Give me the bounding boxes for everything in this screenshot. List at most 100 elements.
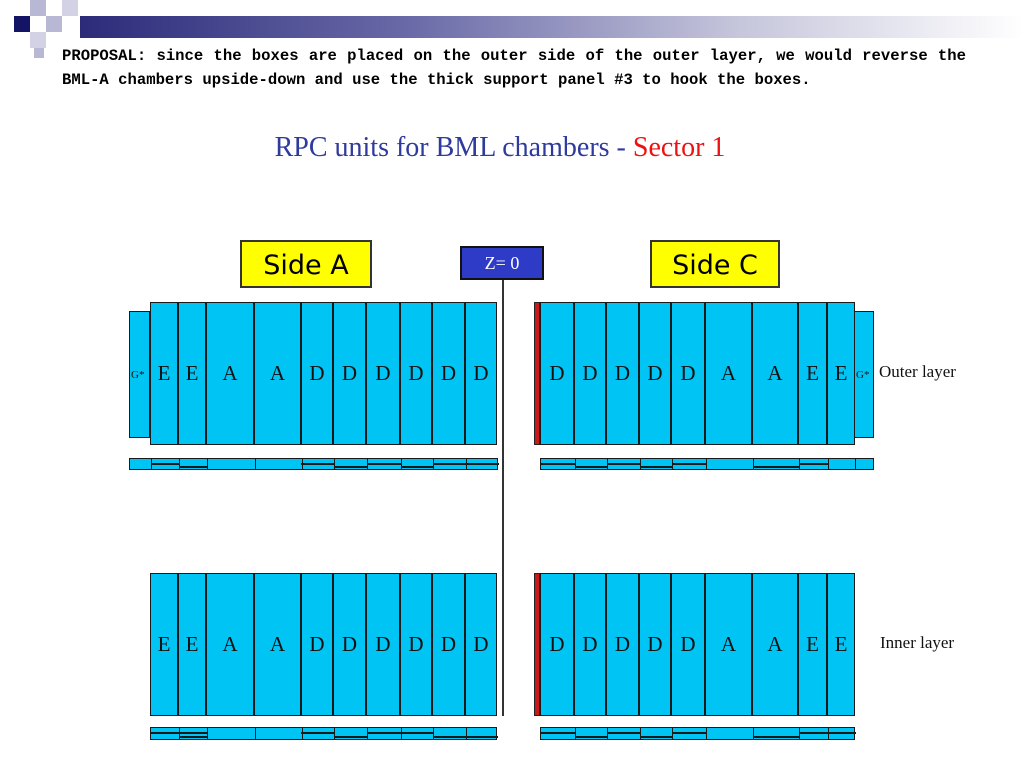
- z0-marker: Z= 0: [460, 246, 544, 280]
- unit-d: D: [366, 573, 400, 716]
- corner-square-light: [30, 32, 46, 48]
- panel-stripe: [151, 732, 207, 734]
- unit-d: D: [606, 573, 639, 716]
- unit-e: E: [150, 573, 178, 716]
- unit-a: A: [752, 573, 798, 716]
- diagram-title: RPC units for BML chambers - Sector 1: [0, 132, 1000, 164]
- unit-d: D: [333, 302, 366, 445]
- panel-stripe: [799, 732, 856, 734]
- unit-d: D: [671, 302, 705, 445]
- panel-stripe: [799, 463, 828, 465]
- panel-stripe: [753, 466, 799, 468]
- unit-a: A: [206, 302, 254, 445]
- corner-square-light: [46, 16, 62, 32]
- panel-segment: [753, 459, 754, 469]
- unit-d: D: [639, 573, 671, 716]
- panel-stripe: [334, 736, 367, 738]
- panel-stripe: [541, 732, 575, 734]
- panel-stripe: [640, 466, 672, 468]
- side-c-label: Side C: [650, 240, 780, 288]
- panel-segment: [466, 728, 467, 739]
- unit-e: E: [178, 302, 206, 445]
- panel-stripe: [575, 736, 607, 738]
- unit-d: D: [540, 573, 574, 716]
- corner-square-light: [30, 0, 46, 16]
- panel-stripe: [179, 736, 207, 738]
- outer-layer-label: Outer layer: [879, 362, 956, 381]
- panel-stripe: [301, 463, 335, 465]
- panel-segment: [706, 728, 707, 739]
- unit-a: A: [254, 573, 301, 716]
- title-main: RPC units for BML chambers -: [274, 132, 633, 163]
- panel-stripe: [672, 732, 706, 734]
- support-panel-inner-c: [540, 727, 856, 740]
- unit-d: D: [606, 302, 639, 445]
- unit-d: D: [671, 573, 705, 716]
- unit-a: A: [705, 573, 752, 716]
- title-sector: Sector 1: [632, 132, 726, 163]
- unit-d: D: [400, 573, 432, 716]
- panel-segment: [828, 459, 829, 469]
- unit-d: D: [574, 302, 606, 445]
- unit-d: D: [301, 302, 333, 445]
- unit-d: D: [400, 302, 432, 445]
- unit-d: D: [301, 573, 333, 716]
- panel-segment: [640, 728, 641, 739]
- unit-e: E: [178, 573, 206, 716]
- panel-stripe: [367, 732, 433, 734]
- panel-segment: [706, 459, 707, 469]
- unit-e: E: [827, 302, 855, 445]
- unit-e: E: [798, 573, 827, 716]
- bullet-square: [34, 48, 44, 58]
- unit-e: E: [827, 573, 855, 716]
- side-a-label: Side A: [240, 240, 372, 288]
- panel-segment: [640, 459, 641, 469]
- panel-stripe: [753, 736, 799, 738]
- panel-stripe: [541, 463, 575, 465]
- panel-segment: [207, 728, 208, 739]
- inner-layer-label: Inner layer: [880, 633, 955, 652]
- panel-stripe: [179, 466, 207, 468]
- unit-d: D: [432, 302, 465, 445]
- panel-segment: [255, 459, 256, 469]
- panel-stripe: [575, 466, 607, 468]
- panel-segment: [433, 728, 434, 739]
- corner-square-light: [62, 0, 78, 16]
- panel-stripe: [151, 463, 179, 465]
- unit-a: A: [705, 302, 752, 445]
- unit-d: D: [465, 302, 497, 445]
- support-panel-outer-c: [540, 458, 874, 470]
- panel-segment: [575, 728, 576, 739]
- panel-stripe: [640, 736, 672, 738]
- panel-segment: [401, 459, 402, 469]
- header-gradient-bar: [80, 16, 1024, 38]
- unit-a: A: [206, 573, 254, 716]
- support-panel-inner-a: [150, 727, 498, 740]
- panel-segment: [753, 728, 754, 739]
- unit-e: E: [798, 302, 827, 445]
- panel-stripe: [334, 466, 367, 468]
- unit-d: D: [366, 302, 400, 445]
- panel-stripe: [367, 463, 401, 465]
- unit-d: D: [465, 573, 497, 716]
- unit-a: A: [254, 302, 301, 445]
- unit-d: D: [574, 573, 606, 716]
- panel-stripe: [672, 463, 706, 465]
- corner-square-dark: [14, 16, 30, 32]
- panel-segment: [855, 459, 856, 469]
- unit-d: D: [639, 302, 671, 445]
- unit-d: D: [432, 573, 465, 716]
- panel-stripe: [607, 463, 640, 465]
- unit-g-star: G*: [129, 311, 150, 438]
- red-edge-inner: [534, 573, 540, 716]
- proposal-text: PROPOSAL: since the boxes are placed on …: [62, 47, 966, 89]
- unit-a: A: [752, 302, 798, 445]
- unit-d: D: [333, 573, 366, 716]
- panel-segment: [575, 459, 576, 469]
- panel-stripe: [433, 463, 499, 465]
- support-panel-outer-a: [129, 458, 499, 470]
- panel-segment: [179, 459, 180, 469]
- panel-stripe: [433, 736, 498, 738]
- z0-line: [502, 280, 504, 716]
- panel-segment: [207, 459, 208, 469]
